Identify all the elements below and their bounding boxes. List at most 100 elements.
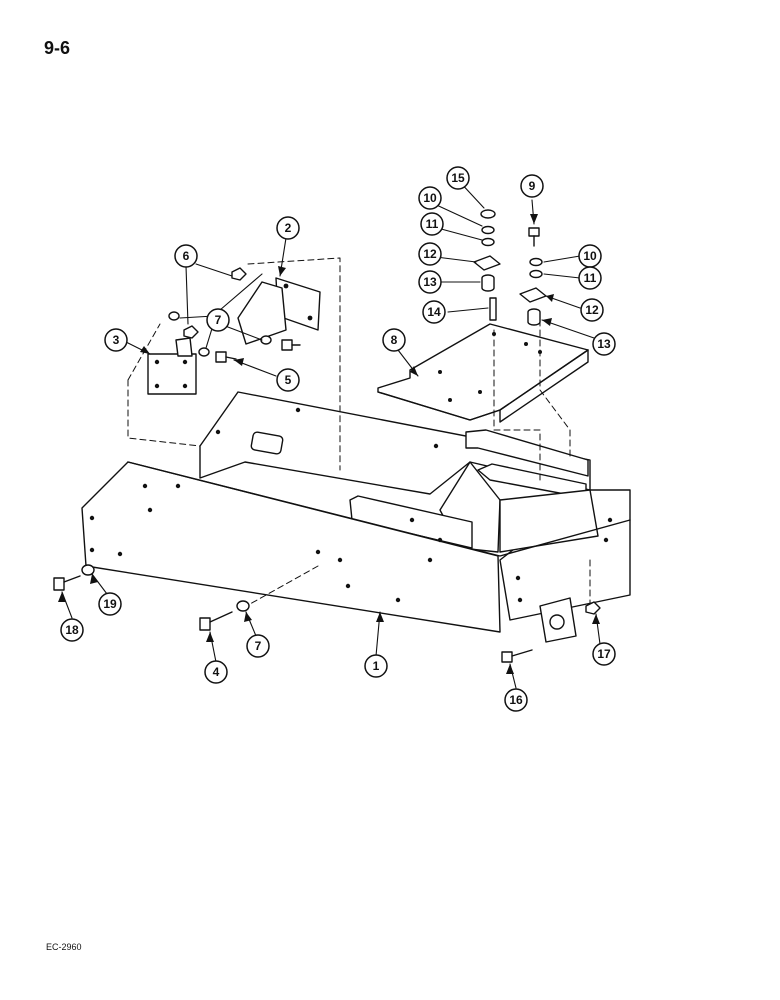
bracket-3-assembly bbox=[147, 337, 197, 395]
callout-circle bbox=[206, 308, 230, 332]
callout-18: 18 bbox=[60, 618, 84, 642]
washer-7b-icon bbox=[198, 347, 210, 357]
callout-12: 12 bbox=[418, 242, 442, 266]
assembly-paths bbox=[127, 257, 591, 611]
plate-edge bbox=[377, 349, 589, 421]
washer-11a-icon bbox=[481, 237, 495, 247]
callout-13: 13 bbox=[418, 270, 442, 294]
callout-label: 11 bbox=[584, 271, 597, 285]
callout-12-2: 12 bbox=[580, 298, 604, 322]
nut-6b-icon bbox=[183, 325, 199, 339]
callout-2: 2 bbox=[276, 216, 300, 240]
bracket-2-arm bbox=[237, 281, 287, 345]
page-number: 9-6 bbox=[44, 38, 71, 58]
callout-4: 4 bbox=[204, 660, 228, 684]
bracket-3-tab bbox=[175, 337, 193, 357]
mount-13a-icon bbox=[481, 274, 495, 292]
pad-12a-icon bbox=[473, 255, 501, 271]
callout-circle bbox=[174, 244, 198, 268]
bracket-3-plate bbox=[147, 353, 197, 395]
callout-circle bbox=[504, 688, 528, 712]
callout-circle bbox=[204, 660, 228, 684]
frame-slot bbox=[250, 431, 284, 455]
plate-assembly bbox=[377, 323, 589, 423]
bolt-18-icon bbox=[53, 575, 81, 591]
callout-circle bbox=[382, 328, 406, 352]
washer-7d-icon bbox=[236, 600, 250, 612]
callout-label: 7 bbox=[215, 313, 222, 327]
callout-circle bbox=[104, 328, 128, 352]
washer-10b-icon bbox=[529, 257, 543, 267]
callout-label: 6 bbox=[183, 249, 190, 263]
callout-label: 15 bbox=[451, 171, 465, 185]
callout-7: 7 bbox=[206, 308, 230, 332]
callout-label: 13 bbox=[423, 275, 437, 289]
frame-front-edge bbox=[127, 461, 631, 557]
callout-circle bbox=[276, 216, 300, 240]
callout-label: 9 bbox=[529, 179, 536, 193]
callout-circle bbox=[246, 634, 270, 658]
callout-label: 17 bbox=[597, 647, 611, 661]
callout-10-2: 10 bbox=[578, 244, 602, 268]
callout-6: 6 bbox=[174, 244, 198, 268]
callout-label: 14 bbox=[427, 305, 441, 319]
callout-1: 1 bbox=[364, 654, 388, 678]
callout-circle bbox=[578, 266, 602, 290]
drawing-code: EC-2960 bbox=[46, 942, 82, 952]
frame-bottom-bracket bbox=[539, 597, 577, 643]
callout-label: 18 bbox=[65, 623, 79, 637]
frame-inner-rail bbox=[465, 429, 589, 477]
callout-label: 13 bbox=[597, 337, 611, 351]
callout-11: 11 bbox=[420, 212, 444, 236]
washer-11b-icon bbox=[529, 269, 543, 279]
bolt-4-icon bbox=[199, 611, 233, 631]
callout-label: 3 bbox=[113, 333, 120, 347]
callout-circle bbox=[592, 642, 616, 666]
callout-19: 19 bbox=[98, 592, 122, 616]
callout-circle bbox=[580, 298, 604, 322]
fasteners bbox=[53, 209, 601, 663]
callout-circle bbox=[418, 270, 442, 294]
washer-19-icon bbox=[81, 564, 95, 576]
frame-divider bbox=[349, 495, 473, 549]
callout-3: 3 bbox=[104, 328, 128, 352]
callout-circle bbox=[418, 186, 442, 210]
washer-10a-icon bbox=[481, 225, 495, 235]
callout-label: 11 bbox=[426, 217, 439, 231]
callout-16: 16 bbox=[504, 688, 528, 712]
pad-12b-icon bbox=[519, 287, 547, 303]
plate-flange bbox=[499, 349, 589, 423]
callout-9: 9 bbox=[520, 174, 544, 198]
bracket-2-assembly bbox=[237, 277, 321, 345]
callout-17: 17 bbox=[592, 642, 616, 666]
nut-17-icon bbox=[585, 601, 601, 615]
leader-arrowheads bbox=[58, 214, 600, 674]
callout-label: 12 bbox=[423, 247, 437, 261]
callout-label: 5 bbox=[285, 373, 292, 387]
callout-circle bbox=[592, 332, 616, 356]
frame-channel bbox=[499, 489, 599, 553]
bolt-5b-icon bbox=[281, 339, 301, 351]
callout-7-2: 7 bbox=[246, 634, 270, 658]
callout-circle bbox=[98, 592, 122, 616]
callout-11-2: 11 bbox=[578, 266, 602, 290]
stud-14-icon bbox=[489, 297, 497, 321]
callout-circle bbox=[418, 242, 442, 266]
callout-circle bbox=[364, 654, 388, 678]
bracket-3-holes bbox=[154, 359, 188, 389]
washer-7a-icon bbox=[168, 311, 180, 321]
bolt-16-icon bbox=[501, 649, 533, 663]
bolt-9-icon bbox=[528, 227, 540, 247]
frame-assembly bbox=[81, 391, 631, 643]
callout-13-2: 13 bbox=[592, 332, 616, 356]
callout-10: 10 bbox=[418, 186, 442, 210]
mount-13b-icon bbox=[527, 308, 541, 326]
callout-circle bbox=[60, 618, 84, 642]
frame-holes bbox=[89, 407, 613, 603]
callout-circle bbox=[446, 166, 470, 190]
nut-6a-icon bbox=[231, 267, 247, 281]
plate-holes bbox=[438, 332, 542, 402]
callout-5: 5 bbox=[276, 368, 300, 392]
